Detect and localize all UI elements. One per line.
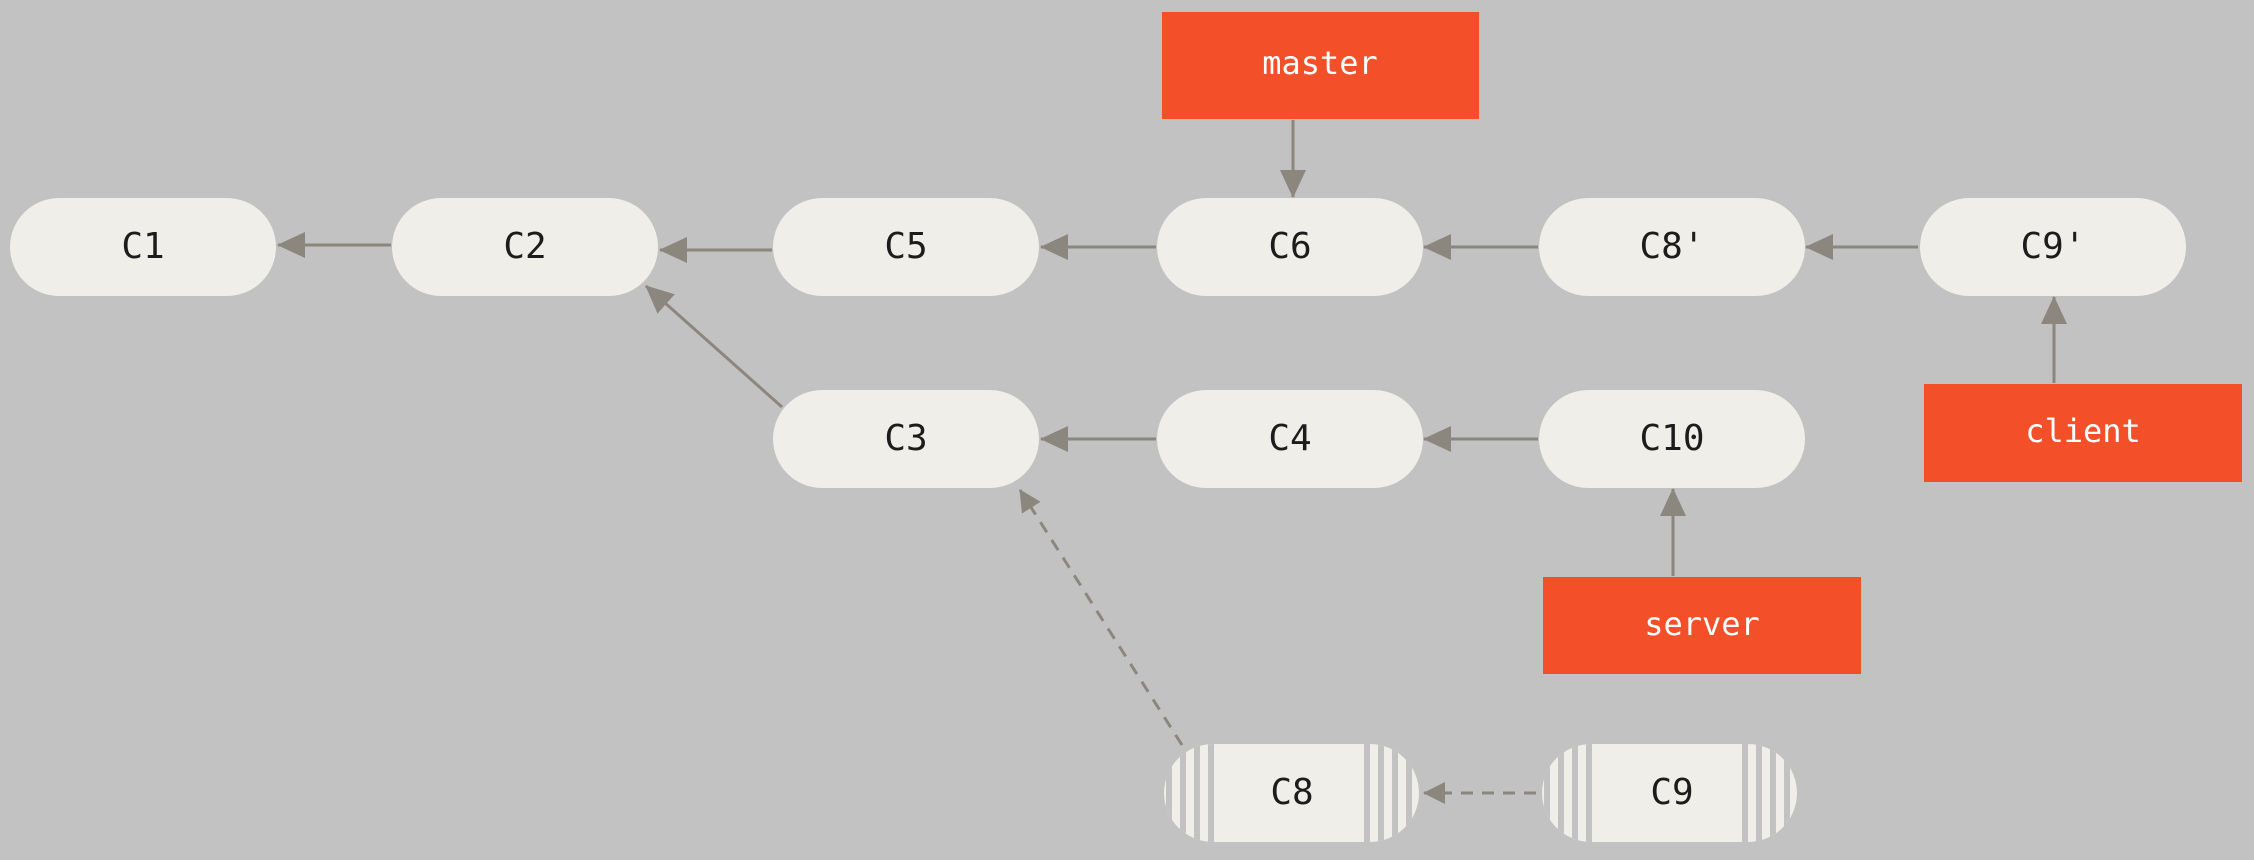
branch-master: master: [1162, 12, 1479, 119]
commit-c9-prime: C9': [1920, 198, 2186, 296]
branch-label: server: [1644, 605, 1760, 643]
dashed-arrow-c8-to-c3: [1018, 489, 1184, 746]
commit-label: C8': [1639, 226, 1704, 267]
abandoned-commit-c9: C9: [1542, 744, 1797, 842]
branch-label: master: [1262, 44, 1378, 82]
commit-label: C1: [121, 226, 164, 267]
commit-c5: C5: [773, 198, 1039, 296]
commit-label: C5: [884, 226, 927, 267]
commit-label: C9': [2020, 226, 2085, 267]
commit-label: C6: [1268, 226, 1311, 267]
branch-label: client: [2025, 412, 2141, 450]
commit-label: C10: [1639, 418, 1704, 459]
abandoned-commit-c8: C8: [1164, 744, 1419, 842]
commit-c4: C4: [1157, 390, 1423, 488]
branch-client: client: [1924, 384, 2242, 482]
commit-c2: C2: [392, 198, 658, 296]
commit-c6: C6: [1157, 198, 1423, 296]
commit-label: C3: [884, 418, 927, 459]
commit-c3: C3: [773, 390, 1039, 488]
commit-c1: C1: [10, 198, 276, 296]
commit-label: C8: [1270, 772, 1313, 813]
branch-server: server: [1543, 577, 1861, 674]
commit-label: C2: [503, 226, 546, 267]
commit-label: C9: [1650, 772, 1693, 813]
commit-label: C4: [1268, 418, 1311, 459]
arrows: [277, 120, 2067, 804]
commit-c10: C10: [1539, 390, 1805, 488]
arrow-c3-to-c2: [645, 284, 783, 409]
commit-c8-prime: C8': [1539, 198, 1805, 296]
